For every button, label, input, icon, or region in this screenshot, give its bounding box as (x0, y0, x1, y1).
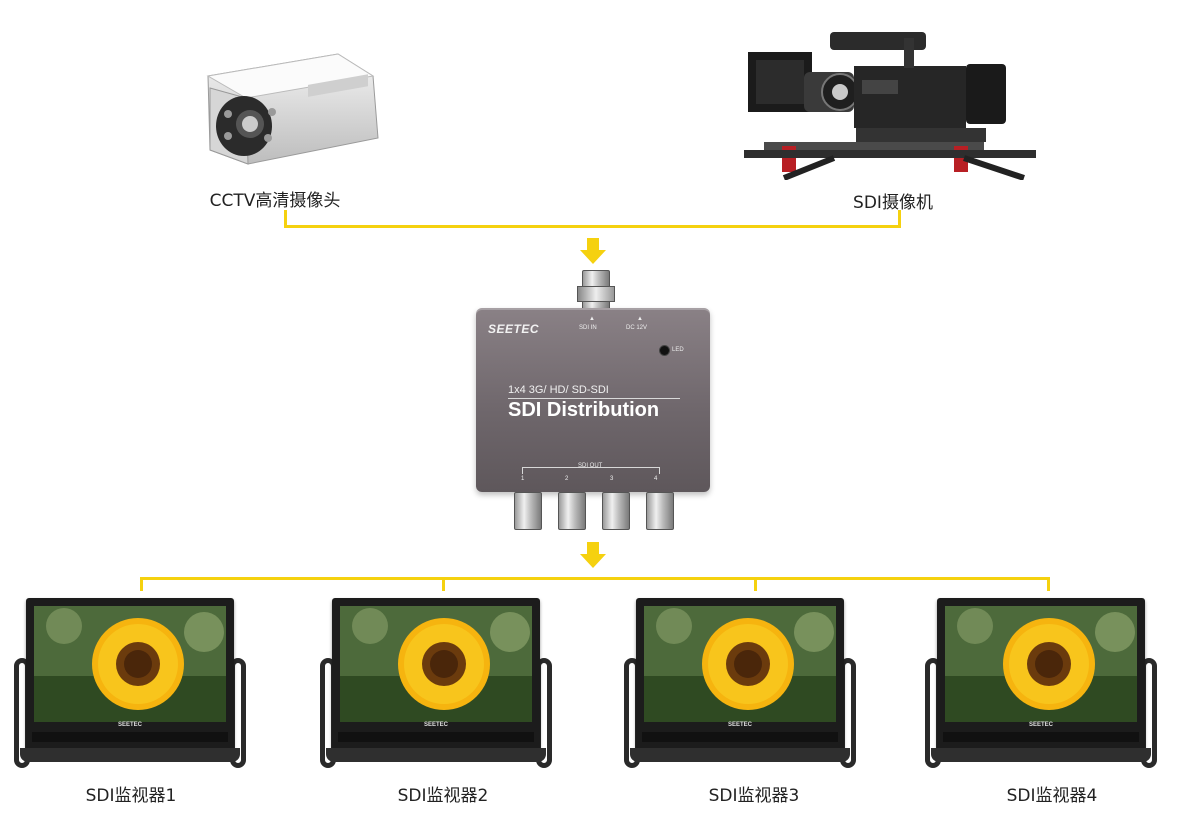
sdi-in-marker: ▲ (589, 316, 595, 322)
sdi-in-caption: SDI IN (579, 325, 597, 331)
distributor-brand: SEETEC (488, 322, 540, 336)
cctv-camera-image (188, 46, 384, 172)
connector-monitor-2-down (442, 577, 445, 591)
monitor-bezel: SEETEC (26, 598, 234, 750)
sdi-camera-image (744, 24, 1036, 180)
sdi-out-connector-4 (646, 492, 674, 530)
monitor-brand: SEETEC (423, 722, 448, 728)
connector-monitor-3-down (754, 577, 757, 591)
monitor-control-panel (642, 732, 838, 742)
sdi-out-caption: SDI OUT (576, 463, 605, 469)
monitor-control-panel (338, 732, 534, 742)
monitor-2-label: SDI监视器2 (397, 786, 489, 806)
out-port-1-label: 1 (521, 476, 525, 482)
distributor-rule (508, 398, 680, 399)
monitor-brand: SEETEC (117, 722, 142, 728)
monitor-screen-sunflower (945, 606, 1137, 722)
sdi-out-bracket (522, 467, 660, 474)
sdi-out-connector-1 (514, 492, 542, 530)
led-caption: LED (672, 347, 684, 353)
monitor-2: SEETEC (320, 598, 552, 774)
monitor-bezel: SEETEC (332, 598, 540, 750)
connector-cctv-down (284, 210, 287, 227)
sdi-camera-label: SDI摄像机 (853, 193, 933, 213)
monitor-brand: SEETEC (1028, 722, 1053, 728)
connector-top-horizontal (284, 225, 901, 228)
dc-caption: DC 12V (626, 325, 648, 331)
out-port-3-label: 3 (610, 476, 614, 482)
monitor-screen-sunflower (34, 606, 226, 722)
monitor-stand (630, 748, 850, 762)
dc-marker: ▲ (637, 316, 643, 322)
monitor-screen-sunflower (340, 606, 532, 722)
cctv-camera-label: CCTV高清摄像头 (209, 191, 341, 211)
led-indicator (660, 346, 669, 355)
monitor-4-label: SDI监视器4 (1006, 786, 1098, 806)
monitor-screen-sunflower (644, 606, 836, 722)
monitor-stand (326, 748, 546, 762)
monitor-stand (931, 748, 1151, 762)
distributor-subtitle: 1x4 3G/ HD/ SD-SDI (508, 384, 609, 396)
arrow-to-distributor-icon (580, 238, 606, 264)
connector-monitor-4-down (1047, 577, 1050, 591)
sdi-out-connector-3 (602, 492, 630, 530)
connector-bottom-horizontal (140, 577, 1050, 580)
out-port-4-label: 4 (654, 476, 658, 482)
monitor-control-panel (943, 732, 1139, 742)
monitor-control-panel (32, 732, 228, 742)
monitor-3: SEETEC (624, 598, 856, 774)
distributor-title: SDI Distribution (508, 399, 660, 421)
connector-camera-down (898, 210, 901, 227)
sdi-distributor: SEETEC SDI IN ▲ DC 12V ▲ LED 1x4 3G/ HD/… (476, 308, 710, 492)
monitor-1: SEETEC (14, 598, 246, 774)
arrow-to-monitors-icon (580, 542, 606, 568)
sdi-out-connector-2 (558, 492, 586, 530)
monitor-bezel: SEETEC (937, 598, 1145, 750)
monitor-stand (20, 748, 240, 762)
monitor-4: SEETEC (925, 598, 1157, 774)
monitor-brand: SEETEC (727, 722, 752, 728)
monitor-1-label: SDI监视器1 (85, 786, 177, 806)
monitor-bezel: SEETEC (636, 598, 844, 750)
monitor-3-label: SDI监视器3 (708, 786, 800, 806)
out-port-2-label: 2 (565, 476, 569, 482)
connector-monitor-1-down (140, 577, 143, 591)
sdi-in-nut (577, 286, 615, 302)
